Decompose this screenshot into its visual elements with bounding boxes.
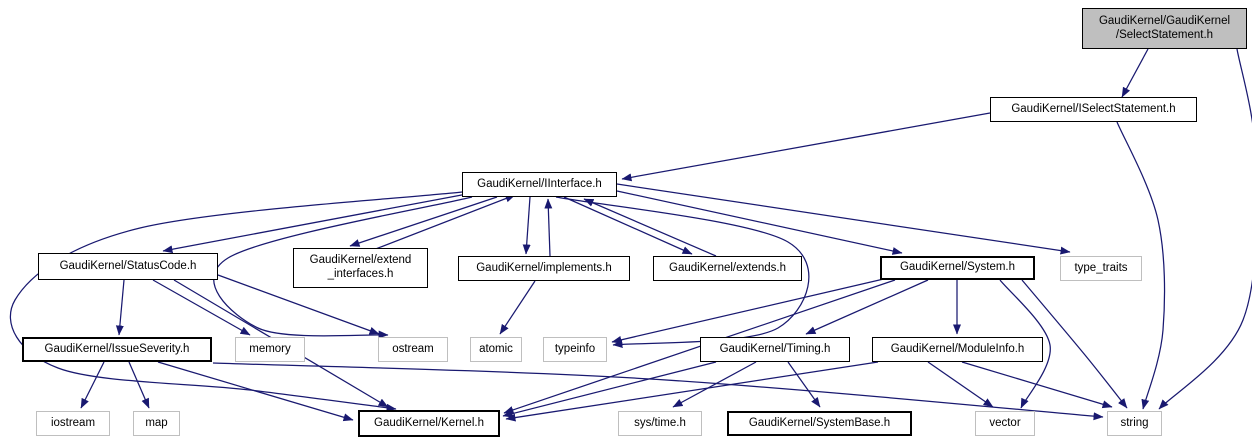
node-label: GaudiKernel/IssueSeverity.h bbox=[44, 342, 190, 355]
edge-iinterface-to-typetraits bbox=[616, 183, 1071, 255]
edge-select-to-iselect bbox=[1121, 48, 1149, 98]
edge-iinterface-to-system bbox=[616, 190, 903, 255]
edge-system-to-vector bbox=[999, 279, 1051, 409]
node-label: type_traits bbox=[1074, 261, 1128, 274]
node-atomic: atomic bbox=[470, 337, 522, 362]
node-iinterface[interactable]: GaudiKernel/IInterface.h bbox=[462, 172, 617, 197]
node-moduleinfo[interactable]: GaudiKernel/ModuleInfo.h bbox=[872, 337, 1043, 362]
node-label: GaudiKernel/System.h bbox=[899, 261, 1016, 274]
edge-extends-to-iinterface bbox=[583, 198, 717, 257]
edge-system-to-timing bbox=[805, 279, 929, 335]
edge-iinterface-to-statuscode bbox=[162, 193, 468, 254]
node-string: string bbox=[1107, 411, 1162, 436]
edge-iselect-to-string bbox=[1116, 121, 1166, 410]
edge-system-to-kernel bbox=[503, 279, 896, 414]
node-memory: memory bbox=[235, 337, 305, 362]
node-label: vector bbox=[989, 416, 1021, 429]
edge-iinterface-to-implements bbox=[522, 196, 531, 255]
edge-iinterface-to-ostream bbox=[213, 196, 473, 339]
edge-iinterface-to-extendint bbox=[349, 196, 498, 247]
node-systembase[interactable]: GaudiKernel/SystemBase.h bbox=[727, 411, 912, 436]
node-label: GaudiKernel/Timing.h bbox=[719, 342, 831, 355]
edge-system-to-string bbox=[1021, 279, 1128, 409]
node-label: atomic bbox=[479, 342, 513, 355]
edge-moduleinfo-to-string bbox=[961, 361, 1113, 409]
node-typetraits: type_traits bbox=[1060, 256, 1142, 281]
node-label: GaudiKernel/IInterface.h bbox=[477, 177, 602, 190]
node-implements[interactable]: GaudiKernel/implements.h bbox=[458, 256, 630, 281]
edge-iinterface-to-kernel bbox=[9, 191, 463, 412]
node-extends[interactable]: GaudiKernel/extends.h bbox=[653, 256, 802, 281]
node-label: GaudiKernel/implements.h bbox=[476, 261, 612, 274]
edge-select-to-string bbox=[1158, 48, 1252, 410]
edge-timing-to-systembase bbox=[787, 361, 821, 408]
edge-extendint-to-iinterface bbox=[372, 194, 516, 251]
node-timing[interactable]: GaudiKernel/Timing.h bbox=[700, 337, 850, 362]
node-system[interactable]: GaudiKernel/System.h bbox=[880, 256, 1035, 280]
edge-iinterface-to-typeinfo bbox=[555, 196, 810, 349]
node-label: GaudiKernel/ISelectStatement.h bbox=[1011, 102, 1176, 115]
node-label: sys/time.h bbox=[634, 416, 686, 429]
edge-statuscode-to-issueseverity bbox=[115, 279, 125, 336]
node-vector: vector bbox=[975, 411, 1035, 436]
node-label: GaudiKernel/StatusCode.h bbox=[59, 259, 197, 272]
node-label: GaudiKernel/extends.h bbox=[669, 261, 786, 274]
node-label: typeinfo bbox=[554, 342, 596, 355]
node-issueseverity[interactable]: GaudiKernel/IssueSeverity.h bbox=[22, 337, 212, 362]
node-label: GaudiKernel/SystemBase.h bbox=[748, 416, 891, 429]
edge-issueseverity-to-map bbox=[128, 361, 150, 409]
edge-moduleinfo-to-vector bbox=[927, 361, 994, 408]
node-statuscode[interactable]: GaudiKernel/StatusCode.h bbox=[38, 253, 218, 280]
node-kernel[interactable]: GaudiKernel/Kernel.h bbox=[358, 410, 500, 437]
node-label: GaudiKernel/ModuleInfo.h bbox=[890, 342, 1025, 355]
node-label: GaudiKernel/Kernel.h bbox=[374, 416, 484, 429]
node-systime: sys/time.h bbox=[618, 411, 702, 436]
edge-statuscode-to-memory bbox=[152, 279, 251, 336]
edge-issueseverity-to-iostream bbox=[80, 361, 105, 409]
edge-implements-to-atomic bbox=[499, 280, 536, 335]
edge-statuscode-to-ostream bbox=[217, 274, 380, 335]
node-typeinfo: typeinfo bbox=[543, 337, 607, 362]
node-iselect[interactable]: GaudiKernel/ISelectStatement.h bbox=[990, 97, 1197, 122]
node-label: map bbox=[145, 416, 168, 429]
edge-implements-to-iinterface bbox=[544, 198, 553, 257]
edge-timing-to-systime bbox=[672, 361, 757, 408]
node-label: GaudiKernel/GaudiKernel /SelectStatement… bbox=[1098, 14, 1231, 41]
edge-iinterface-to-extends bbox=[563, 196, 693, 255]
edge-issueseverity-to-kernel bbox=[157, 361, 354, 422]
edge-moduleinfo-to-kernel bbox=[505, 361, 879, 422]
node-label: ostream bbox=[392, 342, 434, 355]
node-label: string bbox=[1120, 416, 1149, 429]
node-iostream: iostream bbox=[36, 411, 110, 436]
node-extendint[interactable]: GaudiKernel/extend _interfaces.h bbox=[293, 248, 428, 288]
edge-timing-to-kernel bbox=[502, 361, 717, 418]
node-label: GaudiKernel/extend _interfaces.h bbox=[309, 254, 412, 280]
edge-system-to-typeinfo bbox=[611, 277, 889, 344]
node-label: memory bbox=[249, 342, 291, 355]
edge-iselect-to-iinterface bbox=[621, 112, 991, 182]
node-select: GaudiKernel/GaudiKernel /SelectStatement… bbox=[1082, 8, 1247, 49]
node-ostream: ostream bbox=[378, 337, 448, 362]
node-label: iostream bbox=[50, 416, 96, 429]
node-map: map bbox=[133, 411, 180, 436]
